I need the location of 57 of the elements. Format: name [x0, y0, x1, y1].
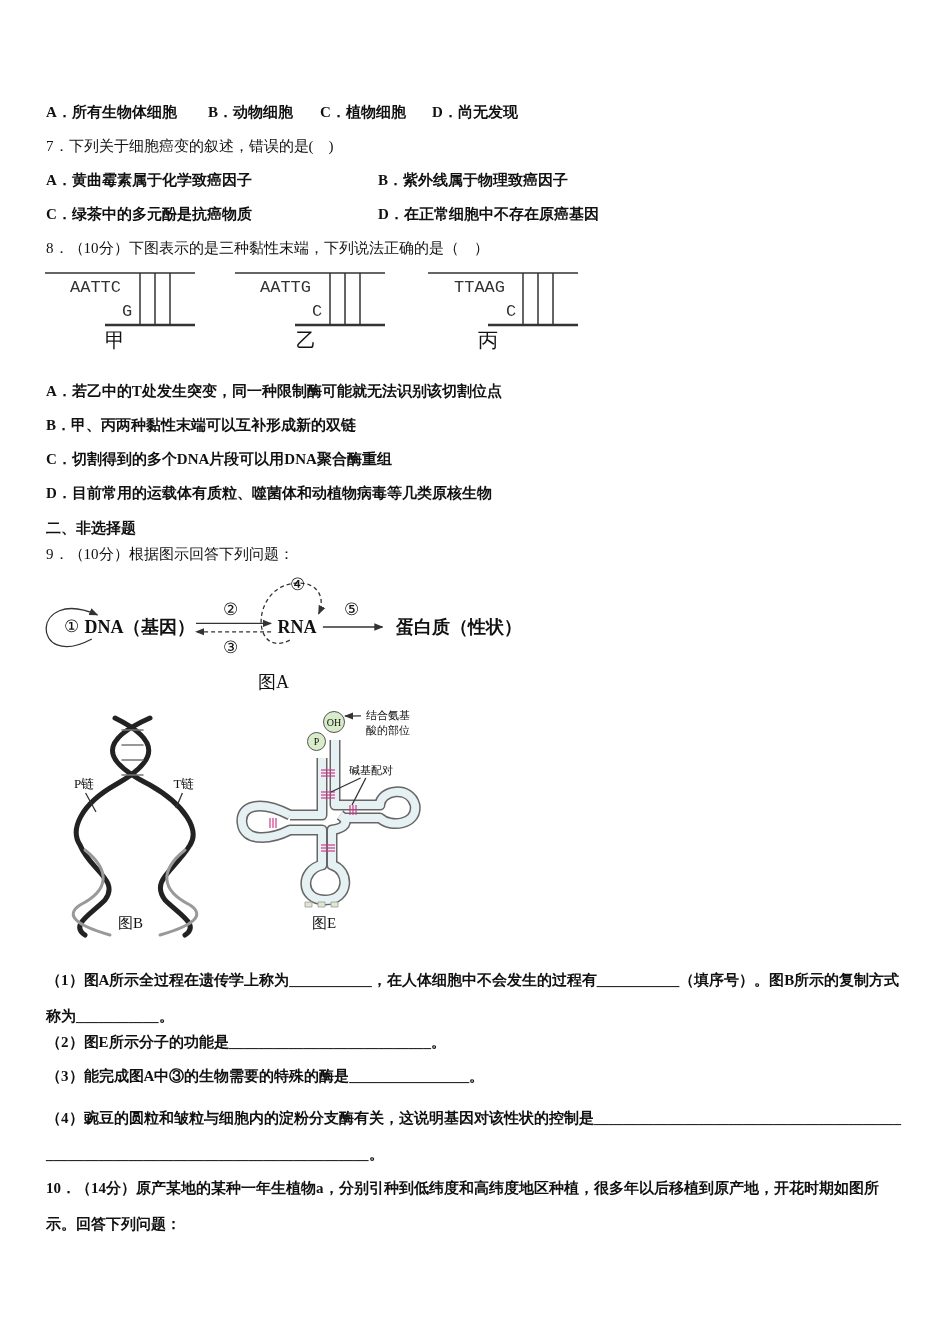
hydroxyl-end-circle: OH — [323, 711, 345, 733]
answer-option: A．所有生物体细胞 — [46, 102, 177, 122]
phosphate-end-circle: P — [307, 732, 326, 751]
answer-option: C．切割得到的多个DNA片段可以用DNA聚合酶重组 — [46, 449, 392, 469]
step-number: ③ — [223, 638, 238, 658]
strand-label: T链 — [168, 775, 200, 793]
answer-option: C．植物细胞 — [320, 102, 406, 122]
callout-text: 碱基配对 — [345, 762, 397, 778]
answer-option: B．甲、丙两种黏性末端可以互补形成新的双链 — [46, 415, 356, 435]
figure-label: 甲 — [105, 330, 125, 350]
question-text: （2）图E所示分子的功能是___________________________。 — [46, 1033, 446, 1052]
question-text: （4）豌豆的圆粒和皱粒与细胞内的淀粉分支酶有关，这说明基因对该性状的控制是____________________________________________________________________________________。 — [46, 1109, 902, 1164]
molecule-label: DNA（基因） — [84, 615, 196, 639]
figure-caption: 图B — [118, 914, 143, 933]
figure-caption: 图E — [312, 914, 337, 933]
answer-option: C．绿茶中的多元酚是抗癌物质 — [46, 204, 252, 224]
base-sequence: C — [506, 302, 517, 322]
base-sequence: TTAAG — [454, 278, 505, 298]
figure-label: 丙 — [478, 330, 498, 350]
answer-option: B．动物细胞 — [208, 102, 293, 122]
leader-line — [84, 792, 97, 813]
base-sequence: AATTC — [70, 278, 121, 298]
answer-option: A．若乙中的T处发生突变，同一种限制酶可能就无法识别该切割位点 — [46, 381, 502, 401]
dashed-arrow — [195, 628, 272, 636]
answer-option: D．尚无发现 — [432, 102, 518, 122]
molecule-label: 蛋白质（性状） — [384, 615, 534, 639]
section-heading: 二、非选择题 — [46, 519, 136, 538]
step-number: ⑤ — [344, 600, 359, 620]
arrow — [45, 608, 99, 648]
figure-caption: 图A — [258, 672, 289, 692]
leader-line — [175, 792, 184, 809]
molecule-label: RNA — [273, 615, 321, 639]
question-text: 10．（14分）原产某地的某种一年生植物a，分别引种到低纬度和高纬度地区种植，很多年以后移植到原产地，开花时期如图所示。回答下列问题： — [46, 1179, 880, 1234]
question-text: 9．（10分）根据图示回答下列问题： — [46, 545, 294, 564]
answer-option: A．黄曲霉素属于化学致癌因子 — [46, 170, 252, 190]
strand-label: P链 — [68, 775, 100, 793]
arrow — [195, 619, 272, 628]
question-text: （1）图A所示全过程在遗传学上称为___________，在人体细胞中不会发生的过程有___________（填序号）。图B所示的复制方式称为___________。 — [46, 971, 901, 1026]
base-sequence: AATTG — [260, 278, 311, 298]
question-text: （3）能完成图A中③的生物需要的特殊的酶是________________。 — [46, 1067, 485, 1086]
question-text: 7．下列关于细胞癌变的叙述，错误的是( ) — [46, 137, 334, 156]
arrow — [344, 712, 362, 720]
dashed-arrow — [260, 582, 325, 644]
question-text: 8．（10分）下图表示的是三种黏性末端，下列说法正确的是（ ） — [46, 239, 489, 258]
figure-label: 乙 — [296, 330, 316, 350]
base-sequence: G — [122, 302, 133, 322]
callout-text: 结合氨基酸的部位 — [362, 706, 414, 740]
leader-line — [351, 777, 367, 806]
arrow — [322, 623, 384, 631]
step-number: ② — [223, 600, 238, 620]
step-number: ④ — [290, 575, 305, 595]
answer-option: D．在正常细胞中不存在原癌基因 — [378, 204, 599, 224]
answer-option: B．紫外线属于物理致癌因子 — [378, 170, 568, 190]
answer-option: D．目前常用的运载体有质粒、噬菌体和动植物病毒等几类原核生物 — [46, 483, 492, 503]
step-number: ① — [64, 617, 79, 637]
leader-line — [330, 777, 362, 793]
base-sequence: C — [312, 302, 323, 322]
